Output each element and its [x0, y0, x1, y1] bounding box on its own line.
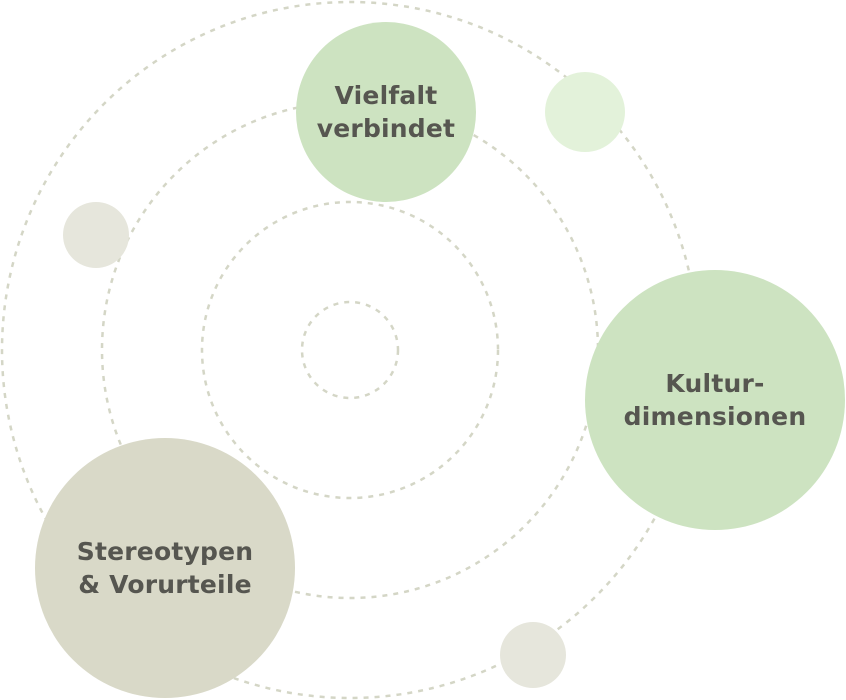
decor-dot-top-right	[545, 72, 625, 152]
topic-kulturdimensionen[interactable]: Kultur- dimensionen	[585, 270, 845, 530]
decor-dot-bottom	[500, 622, 566, 688]
topic-vielfalt-verbindet[interactable]: Vielfalt verbindet	[296, 22, 476, 202]
orbit-ring-2	[200, 200, 500, 500]
orbit-ring-inner	[300, 300, 400, 400]
decor-dot-left	[63, 202, 129, 268]
topic-label: Vielfalt verbindet	[316, 81, 456, 143]
topic-label: Stereotypen & Vorurteile	[76, 537, 254, 599]
topic-stereotypen-vorurteile[interactable]: Stereotypen & Vorurteile	[35, 438, 295, 698]
topic-label: Kultur- dimensionen	[623, 369, 807, 431]
